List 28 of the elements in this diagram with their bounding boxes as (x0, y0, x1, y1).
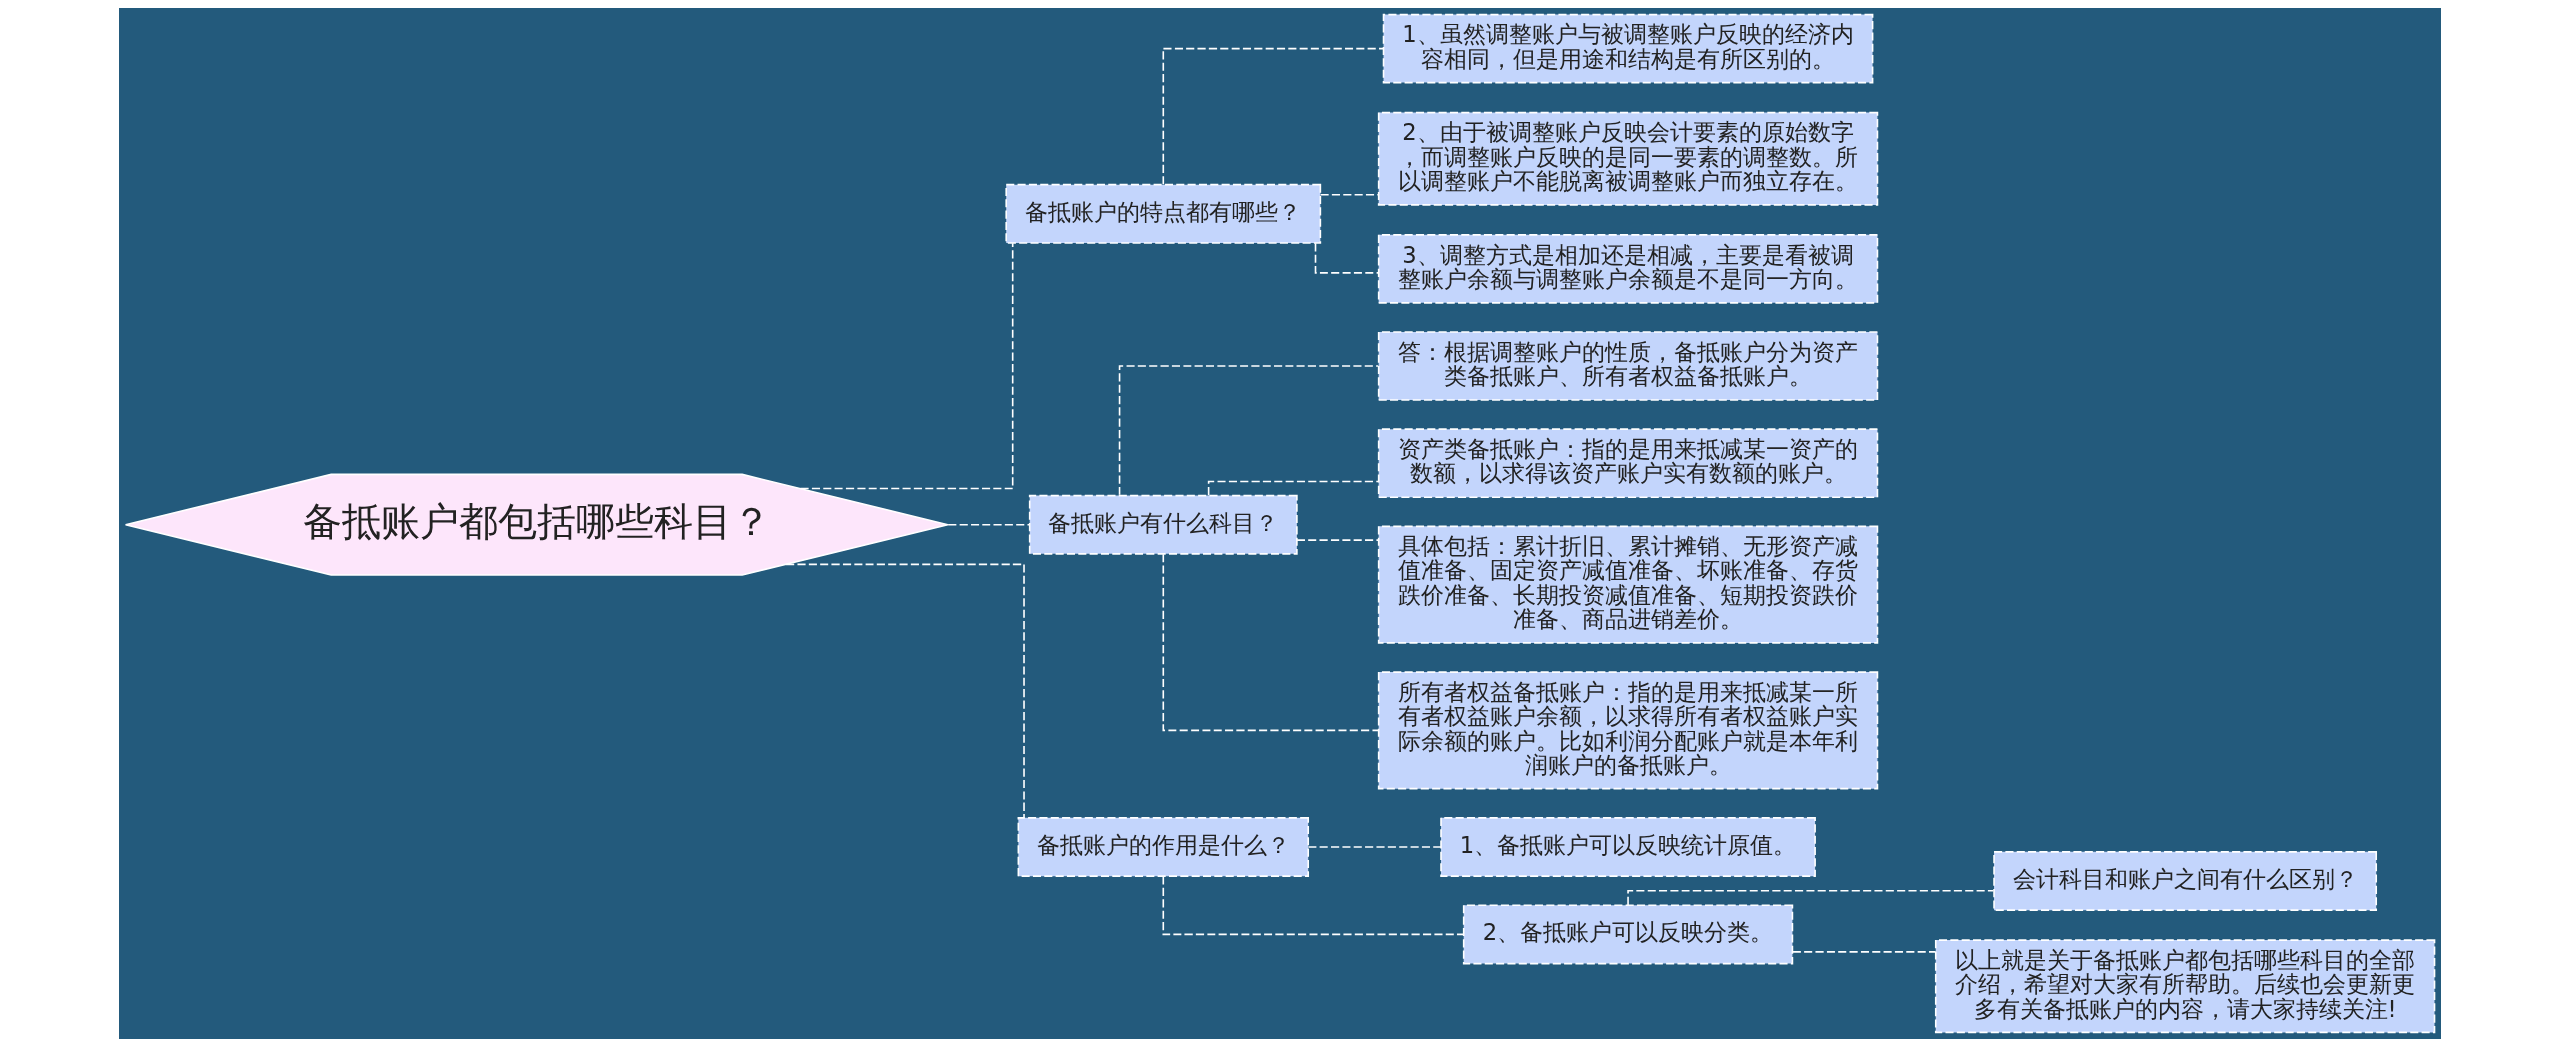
connector (1627, 889, 1995, 906)
connector (1162, 47, 1385, 186)
node-box: 备抵账户有什么科目？ (1028, 494, 1298, 555)
connector (1319, 193, 1380, 196)
connector (785, 563, 1025, 819)
connector (1296, 539, 1380, 541)
connector (1307, 846, 1442, 848)
node-box: 所有者权益备抵账户：指的是用来抵减某一所有者权益账户余额，以求得所有者权益账户实际余额的账户。比如利润分配账户就是本年利润账户的备抵账户。 (1377, 671, 1879, 790)
node-box: 具体包括：累计折旧、累计摊销、无形资产减值准备、固定资产减值准备、坏账准备、存货跌价准备、长期投资减值准备、短期投资跌价准备、商品进销差价。 (1377, 525, 1879, 644)
node-box: 2、由于被调整账户反映会计要素的原始数字，而调整账户反映的是同一要素的调整数。所以调整账户不能脱离被调整账户而独立存在。 (1377, 111, 1879, 206)
node-box: 备抵账户的作用是什么？ (1017, 817, 1310, 877)
connector (1207, 480, 1380, 496)
node-box: 1、备抵账户可以反映统计原值。 (1440, 817, 1816, 877)
connector (1162, 875, 1465, 936)
connector (947, 523, 1031, 526)
connector (1314, 242, 1379, 274)
node-box: 2、备抵账户可以反映分类。 (1462, 904, 1794, 965)
connector (1792, 951, 1937, 953)
node-box: 3、调整方式是相加还是相减，主要是看被调整账户余额与调整账户余额是不是同一方向。 (1377, 234, 1879, 304)
connector (1162, 553, 1380, 732)
connector (799, 242, 1014, 490)
node-box: 1、虽然调整账户与被调整账户反映的经济内容相同，但是用途和结构是有所区别的。 (1382, 13, 1874, 84)
node-box: 资产类备抵账户：指的是用来抵减某一资产的数额，以求得该资产账户实有数额的账户。 (1377, 428, 1879, 498)
node-box: 会计科目和账户之间有什么区别？ (1993, 851, 2378, 911)
node-box: 以上就是关于备抵账户都包括哪些科目的全部介绍，希望对大家有所帮助。后续也会更新更多有关备抵账户的内容，请大家持续关注! (1934, 939, 2436, 1034)
node-box: 答：根据调整账户的性质，备抵账户分为资产类备抵账户、所有者权益备抵账户。 (1377, 331, 1879, 401)
connector (1118, 365, 1380, 496)
node-box: 备抵账户的特点都有哪些？ (1005, 183, 1322, 244)
